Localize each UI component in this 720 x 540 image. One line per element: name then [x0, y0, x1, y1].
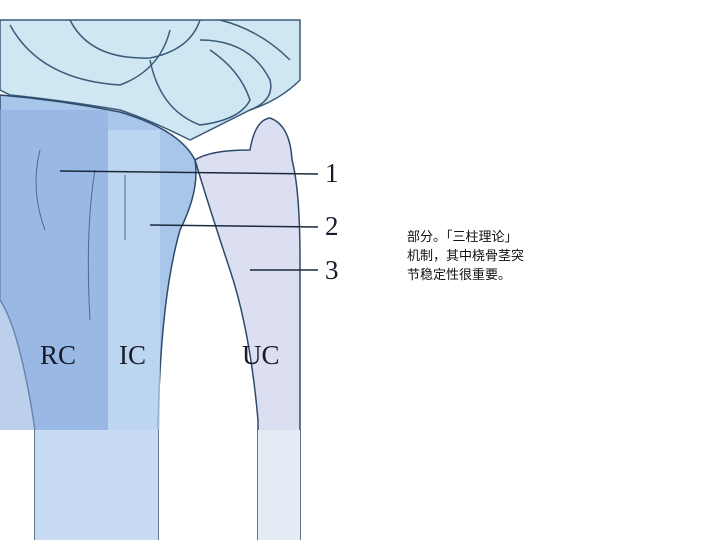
callout-number-1: 1 [325, 158, 339, 188]
column-label-uc: UC [242, 340, 280, 370]
caption-line: 节稳定性很重要。 [407, 268, 512, 283]
callout-number-3: 3 [325, 255, 339, 285]
caption-text: 部分。「三柱理论」 机制，其中桡骨茎突 节稳定性很重要。 [407, 228, 524, 285]
caption-line: 部分。「三柱理论」 [407, 230, 518, 245]
lower-shaft [35, 430, 158, 540]
intermediate-column-shade [108, 130, 160, 430]
callout-number-2: 2 [325, 211, 339, 241]
radial-column-shade [0, 110, 108, 430]
column-label-rc: RC [40, 340, 77, 370]
carpal-bones [0, 19, 301, 141]
ulna-lower-shaft [258, 430, 300, 540]
callout-line-2 [149, 224, 319, 228]
callout-line-1 [59, 170, 319, 175]
caption-line: 机制，其中桡骨茎突 [407, 249, 525, 264]
column-label-ic: IC [119, 340, 146, 370]
